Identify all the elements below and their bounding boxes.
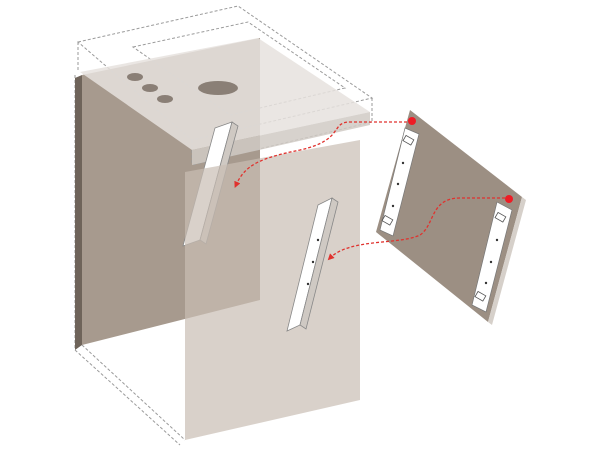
exploded-side-panel xyxy=(376,110,526,325)
top-slab xyxy=(80,38,370,165)
guide-arrow-bottom xyxy=(327,197,510,261)
faucet-hole xyxy=(142,84,158,92)
connection-point-top xyxy=(408,117,416,125)
center-bracket xyxy=(286,197,339,332)
panel-strip-left xyxy=(379,127,420,237)
faucet-hole xyxy=(157,95,173,103)
front-panel xyxy=(185,140,360,440)
drain-hole xyxy=(198,81,238,95)
panel-strip-right xyxy=(471,201,513,313)
connection-point-bottom xyxy=(505,195,513,203)
assembly-guide-arrows xyxy=(234,121,510,261)
faucet-hole xyxy=(127,73,143,81)
guide-arrow-top xyxy=(234,121,412,188)
